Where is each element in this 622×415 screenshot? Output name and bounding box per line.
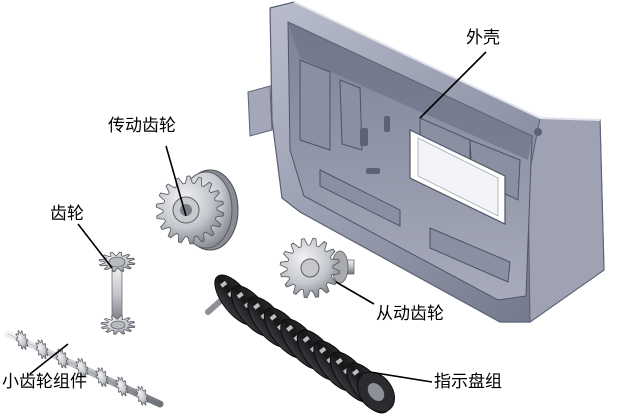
label-indicator-dial-set: 指示盘组 bbox=[434, 372, 502, 392]
indicator-dial-set bbox=[205, 274, 396, 414]
small-gear bbox=[15, 330, 29, 350]
leader-housing bbox=[419, 51, 487, 119]
label-housing: 外壳 bbox=[466, 28, 500, 48]
leader-lines bbox=[29, 51, 487, 383]
small-gear bbox=[135, 385, 149, 406]
housing bbox=[247, 1, 605, 323]
gear bbox=[98, 251, 136, 335]
transmission-gear bbox=[155, 169, 239, 251]
small-gear bbox=[75, 358, 89, 378]
label-transmission-gear: 传动齿轮 bbox=[108, 116, 176, 136]
label-small-gear-assembly: 小齿轮组件 bbox=[2, 372, 87, 392]
driven-gear bbox=[279, 237, 355, 299]
leader-gear bbox=[77, 223, 113, 269]
small-gear bbox=[55, 348, 69, 369]
leader-indicator-dial-set bbox=[369, 371, 433, 383]
leader-driven-gear bbox=[335, 281, 375, 305]
small-gear bbox=[95, 367, 109, 388]
leader-small-gear-assembly bbox=[29, 343, 69, 375]
leader-transmission-gear bbox=[165, 145, 187, 217]
label-gear: 齿轮 bbox=[50, 204, 84, 224]
small-gear bbox=[115, 376, 129, 397]
label-driven-gear: 从动齿轮 bbox=[376, 304, 444, 324]
small-gear bbox=[35, 339, 49, 360]
small-gear-assembly bbox=[4, 330, 164, 408]
